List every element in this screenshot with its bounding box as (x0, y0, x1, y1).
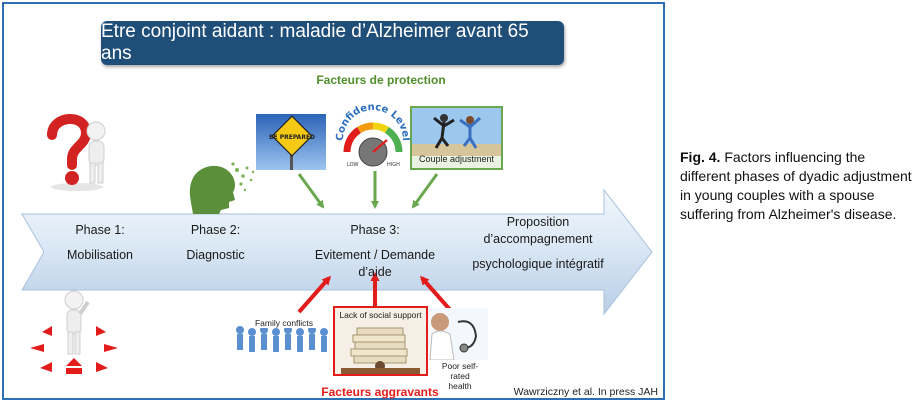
citation: Wawrziczny et al. In press JAH (513, 386, 658, 398)
social-support-card: Lack of social support (333, 306, 428, 376)
protection-arrow-left (297, 173, 325, 209)
phase-4-line3: psychologique intégratif (472, 257, 604, 271)
sign-text: BE PREPARED (269, 134, 315, 141)
phase-4-line2: d’accompagnement (483, 232, 593, 246)
aggravating-factors-label: Facteurs aggravants (321, 385, 439, 399)
phase-4: Proposition d’accompagnement psychologiq… (463, 214, 613, 273)
question-mark-figure-icon (47, 114, 106, 191)
phase-2-title: Phase 2: (190, 223, 241, 237)
phase-1-title: Phase 1: (75, 223, 125, 237)
aggravating-arrow-right (420, 275, 454, 314)
aggravating-arrow-left (297, 275, 331, 314)
timeline-arrow (21, 188, 653, 316)
family-conflicts-icon (236, 326, 328, 352)
phase-3: Phase 3: Evitement / Demande d’aide (300, 222, 450, 281)
phase-1-label: Mobilisation (66, 248, 133, 262)
phase-3-label: Evitement / Demande d’aide (314, 248, 436, 279)
family-conflicts-caption: Family conflicts (244, 318, 324, 328)
figure-caption-text: Factors influencing the different phases… (680, 149, 912, 222)
phase-4-line1: Proposition (506, 215, 570, 229)
poor-health-caption: Poor self-rated health (438, 361, 482, 391)
phase-3-title: Phase 3: (350, 223, 400, 237)
gauge-low: LOW (347, 162, 359, 168)
phase-2-label: Diagnostic (186, 248, 245, 262)
couple-adjustment-caption: Couple adjustment (418, 154, 495, 164)
jumping-couple-icon (412, 108, 501, 156)
protection-arrow-right (411, 173, 439, 209)
timeline-diagram (21, 171, 653, 316)
stethoscope-doctor-icon (428, 308, 488, 360)
phase-2: Phase 2: Diagnostic (168, 222, 263, 264)
directions-figure-icon (30, 290, 118, 374)
figure-caption: Fig. 4. Factors influencing the differen… (680, 148, 916, 224)
figure-caption-label: Fig. 4. (680, 149, 721, 165)
social-support-caption: Lack of social support (339, 310, 422, 320)
be-prepared-sign-icon: BE PREPARED (256, 114, 326, 170)
confidence-gauge-icon: Confidence Level LOW HIGH (335, 104, 411, 168)
diagram-title: Etre conjoint aidant : maladie d’Alzheim… (101, 21, 564, 65)
dissolving-head-icon (189, 162, 255, 214)
protection-factors-label: Facteurs de protection (316, 73, 446, 87)
gauge-high: HIGH (387, 162, 400, 168)
couple-adjustment-card: Couple adjustment (410, 106, 503, 170)
phase-1: Phase 1: Mobilisation (50, 222, 150, 264)
paper-stack-icon (341, 327, 420, 374)
